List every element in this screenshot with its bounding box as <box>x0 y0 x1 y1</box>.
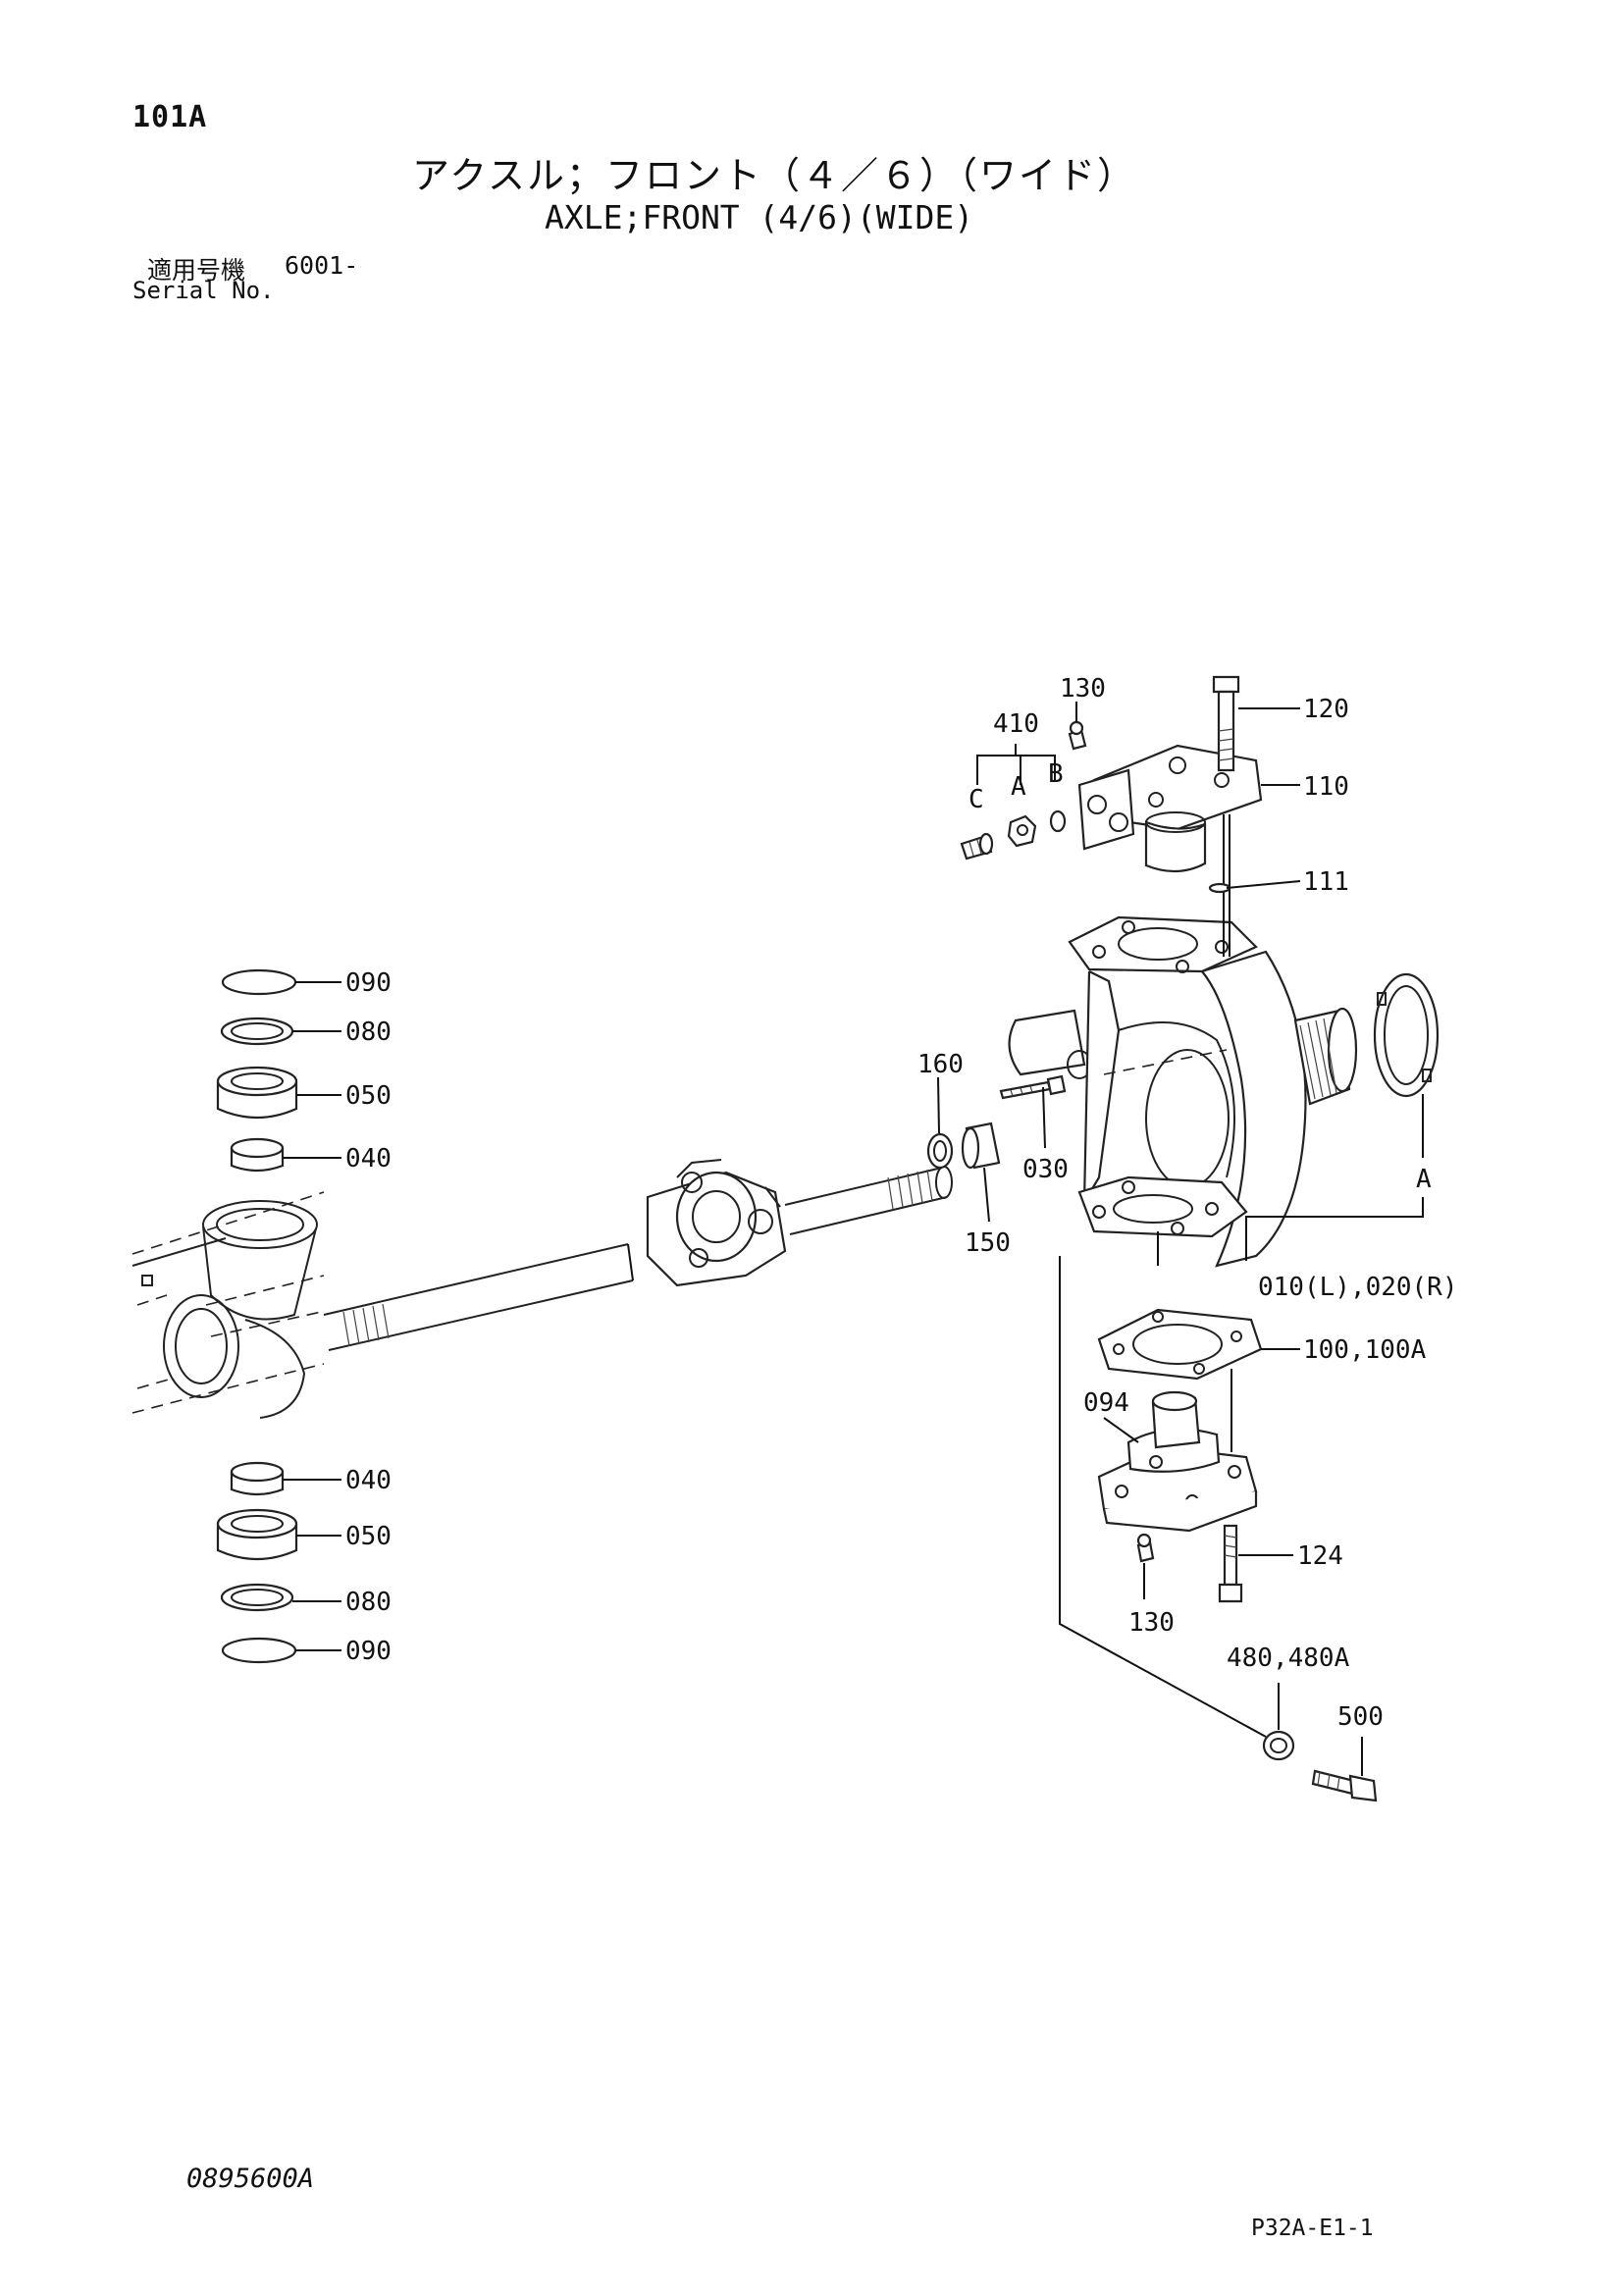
callout-130-bottom: 130 <box>1128 1608 1175 1638</box>
callout-050-bottom: 050 <box>345 1522 392 1551</box>
king-pin-094 <box>1097 1390 1258 1533</box>
universal-joint <box>646 1159 787 1287</box>
race-040-top <box>230 1137 285 1173</box>
callout-124: 124 <box>1297 1541 1343 1571</box>
callout-410-c: C <box>969 785 984 814</box>
callout-050-top: 050 <box>345 1081 392 1111</box>
callout-a-ring: A <box>1416 1165 1432 1194</box>
part-410-c <box>960 832 994 861</box>
callout-110: 110 <box>1303 772 1349 802</box>
part-410-a <box>1007 814 1037 848</box>
steering-knuckle <box>1008 915 1358 1268</box>
bearing-050-top <box>216 1066 298 1120</box>
bearing-050-bottom <box>216 1508 298 1561</box>
bolt-120 <box>1212 675 1240 772</box>
callout-130-top: 130 <box>1060 674 1106 704</box>
o-ring-090-bottom <box>221 1637 297 1664</box>
callout-labels: 130 120 410 C A B 110 111 090 080 050 04… <box>345 674 1458 1732</box>
callout-094: 094 <box>1083 1388 1129 1418</box>
callout-480: 480,480A <box>1227 1644 1350 1673</box>
gasket-100 <box>1097 1308 1263 1381</box>
drive-shaft <box>205 1166 953 1351</box>
callout-090-top: 090 <box>345 968 392 998</box>
callout-090-bottom: 090 <box>345 1637 392 1666</box>
callout-040-top: 040 <box>345 1144 392 1174</box>
shim-111 <box>1208 814 1231 957</box>
callout-410-a: A <box>1011 772 1026 802</box>
bolt-500 <box>1311 1769 1378 1802</box>
callout-100: 100,100A <box>1303 1335 1427 1365</box>
serial-label-japanese: 適用号機 <box>147 256 246 285</box>
leader-lines <box>283 702 1424 1776</box>
serial-label-english: Serial No. <box>132 277 275 304</box>
callout-410: 410 <box>993 709 1039 739</box>
seal-080-bottom <box>220 1583 294 1612</box>
page-reference: P32A-E1-1 <box>1251 2216 1374 2241</box>
callout-080-bottom: 080 <box>345 1588 392 1617</box>
serial-value: 6001- <box>285 251 359 280</box>
washer-480 <box>1262 1730 1295 1761</box>
callout-010-020: 010(L),020(R) <box>1258 1273 1458 1302</box>
callout-120: 120 <box>1303 695 1349 724</box>
grease-fitting-130-bottom <box>1136 1533 1155 1563</box>
grease-fitting-130-top <box>1068 720 1087 751</box>
lock-ring-a <box>1373 972 1440 1098</box>
o-ring-090-top <box>221 968 297 996</box>
title-japanese: アクスル；フロント（４／６）（ワイド） <box>412 154 1136 197</box>
callout-111: 111 <box>1303 867 1349 897</box>
callout-080-top: 080 <box>345 1018 392 1047</box>
drawing-number: 0895600A <box>186 2164 315 2194</box>
thrust-washer-160 <box>926 1132 954 1170</box>
part-410-b <box>1049 809 1067 833</box>
bolt-124 <box>1218 1524 1243 1603</box>
seal-080-top <box>220 1017 294 1046</box>
callout-150: 150 <box>965 1228 1011 1258</box>
axle-housing <box>131 1191 325 1419</box>
bushing-150 <box>961 1122 1001 1170</box>
callout-410-b: B <box>1048 759 1064 789</box>
callout-030: 030 <box>1022 1155 1069 1184</box>
race-040-bottom <box>230 1461 285 1496</box>
pin-030 <box>999 1074 1067 1100</box>
callout-040-bottom: 040 <box>345 1466 392 1495</box>
callout-160: 160 <box>917 1050 964 1079</box>
page-code: 101A <box>132 100 208 134</box>
title-english: AXLE;FRONT (4/6)(WIDE) <box>545 198 974 236</box>
callout-500: 500 <box>1337 1702 1384 1732</box>
